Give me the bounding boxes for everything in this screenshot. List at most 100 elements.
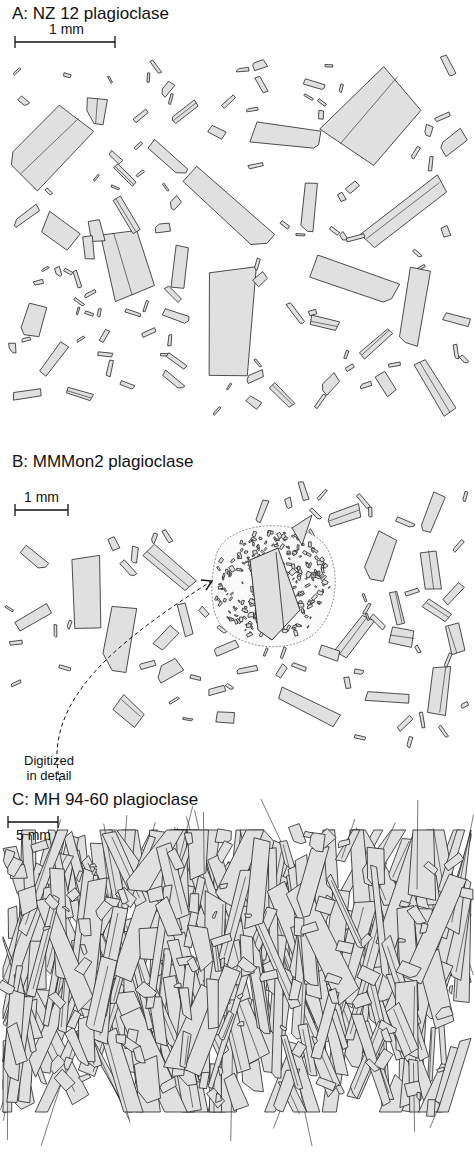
crystal [97,309,101,317]
crystal-outline [237,553,242,559]
crystal-outline [291,1041,306,1057]
twin-plane [122,700,141,717]
twin-plane [21,118,79,173]
crystal-outline [188,925,214,972]
crystal [93,174,99,181]
crystal [131,546,138,563]
crystal [247,557,250,558]
crystal [189,894,199,914]
crystal [307,604,312,609]
crystal [218,585,223,589]
crystal-outline [436,1006,454,1019]
crystal [118,889,129,904]
crystal-outline [190,675,201,681]
crystal [338,839,350,847]
crystal-outline [308,309,316,315]
crystal-outline [276,664,287,678]
crystal-outline [235,615,239,617]
crystal [420,923,428,933]
crystal [315,586,317,588]
twin-plane [67,390,92,398]
crystal-outline [296,234,305,236]
crystal-outline [254,359,262,367]
crystal [113,196,140,234]
crystal-outline [445,653,453,667]
crystal [321,568,324,573]
crystal [9,640,22,645]
crystal [33,279,43,285]
crystal-outline [240,540,243,544]
crystal-outline [306,563,309,567]
crystal-outline [443,313,471,327]
crystal [303,831,313,837]
crystal [312,1037,318,1045]
crystal [246,632,252,637]
twin-plane [429,550,434,588]
crystal [199,606,209,617]
crystal-outline [251,540,254,542]
crystal-outline [221,957,225,968]
crystal-outline [85,311,94,316]
crystal-outline [103,606,137,672]
crystal-outline [106,360,113,377]
crystal [8,857,23,877]
crystal [311,577,314,580]
crystal [170,195,181,210]
crystal-outline [209,267,256,376]
crystal [103,606,137,672]
crystal [389,627,415,647]
crystal [223,573,225,577]
crystal-outline [76,307,80,315]
crystal [322,373,339,396]
crystal [240,548,243,551]
crystal [133,109,148,123]
crystal-outline [420,551,441,589]
crystal-outline [294,630,298,636]
crystal-outline [296,581,297,584]
crystal-outline [311,577,314,580]
twin-plane [94,966,108,1026]
crystal-outline [40,342,69,376]
crystal [62,907,69,912]
twin-plane [223,1014,233,1038]
crystal-outline [252,531,256,537]
crystal [437,1038,471,1112]
crystal-outline [276,539,280,541]
crystal [111,185,120,190]
crystal-outline [218,1067,223,1076]
crystal [328,504,361,527]
crystal [246,396,262,409]
crystal [291,1041,306,1057]
twin-plane [173,103,196,121]
crystal [116,1035,126,1045]
crystal-outline [310,255,400,302]
crystal [120,560,137,576]
twin-plane [329,510,359,521]
crystal [305,583,311,587]
twin-plane [331,880,360,943]
crystal [303,550,308,555]
crystal-outline [80,945,87,955]
crystal [236,67,249,72]
crystal-outline [231,558,235,563]
crystal [260,970,279,982]
crystal-outline [315,896,335,915]
crystal [215,596,218,601]
crystal [217,566,221,570]
crystal [210,933,231,946]
crystal-outline [407,736,413,748]
crystal [280,841,295,870]
crystal [237,556,239,559]
crystal-outline [335,830,360,862]
crystal-outline [101,230,155,301]
crystal-outline [279,544,284,550]
scale-label: 1 mm [49,21,84,37]
crystal-outline [282,629,288,633]
crystal-outline [305,615,309,618]
crystal [224,1073,249,1110]
crystal [40,342,69,376]
crystal [408,800,435,901]
crystal-outline [244,551,247,554]
crystal [174,983,181,988]
